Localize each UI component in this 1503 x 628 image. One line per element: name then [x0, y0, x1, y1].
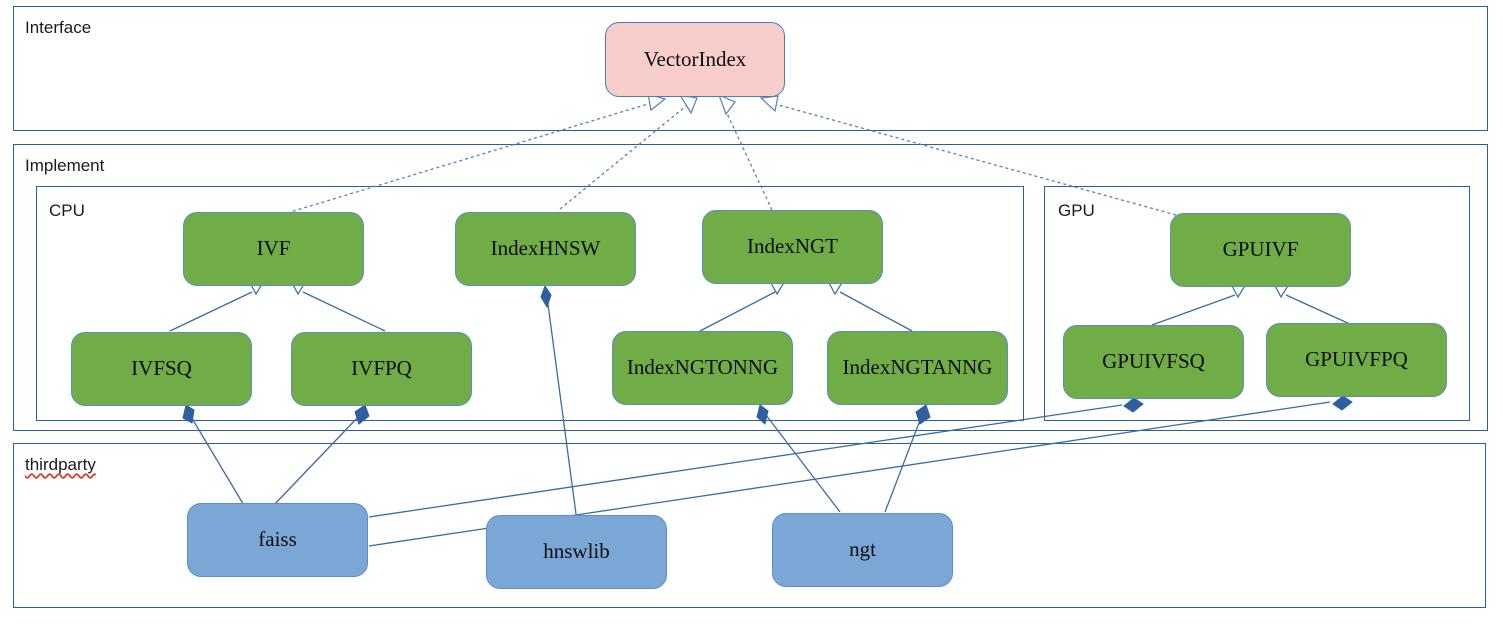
- node-label-indexngtanng: IndexNGTANNG: [842, 355, 993, 380]
- node-gpuivf[interactable]: GPUIVF: [1170, 213, 1351, 287]
- node-label-faiss: faiss: [258, 527, 297, 552]
- node-label-gpuivfpq: GPUIVFPQ: [1305, 347, 1408, 372]
- node-gpuivfsq[interactable]: GPUIVFSQ: [1063, 325, 1244, 399]
- node-label-ivf: IVF: [256, 236, 291, 261]
- node-label-hnswlib: hnswlib: [543, 539, 610, 564]
- node-indexngtanng[interactable]: IndexNGTANNG: [827, 331, 1008, 405]
- node-indexngt[interactable]: IndexNGT: [702, 210, 883, 284]
- node-label-indexhnsw: IndexHNSW: [490, 236, 601, 261]
- node-label-ngt: ngt: [849, 537, 876, 562]
- node-vectorindex[interactable]: VectorIndex: [605, 22, 785, 97]
- node-label-indexngtonng: IndexNGTONNG: [626, 355, 779, 380]
- container-label-gpu: GPU: [1058, 201, 1095, 220]
- node-label-ivfsq: IVFSQ: [131, 356, 192, 381]
- container-label-thirdparty: thirdparty: [25, 455, 96, 474]
- node-label-gpuivfsq: GPUIVFSQ: [1102, 349, 1205, 374]
- node-ngt[interactable]: ngt: [772, 513, 953, 587]
- node-ivfsq[interactable]: IVFSQ: [71, 332, 252, 406]
- node-label-indexngt: IndexNGT: [747, 234, 838, 259]
- node-ivfpq[interactable]: IVFPQ: [291, 332, 472, 406]
- node-label-gpuivf: GPUIVF: [1222, 237, 1299, 262]
- node-label-vectorindex: VectorIndex: [643, 46, 747, 71]
- node-label-ivfpq: IVFPQ: [351, 356, 412, 381]
- node-gpuivfpq[interactable]: GPUIVFPQ: [1266, 323, 1447, 397]
- container-label-cpu: CPU: [49, 201, 85, 220]
- container-label-interface: Interface: [25, 18, 92, 37]
- node-faiss[interactable]: faiss: [187, 503, 368, 577]
- node-ivf[interactable]: IVF: [183, 212, 364, 286]
- node-hnswlib[interactable]: hnswlib: [486, 515, 667, 589]
- node-indexngtonng[interactable]: IndexNGTONNG: [612, 331, 793, 405]
- container-label-implement: Implement: [25, 156, 105, 175]
- node-indexhnsw[interactable]: IndexHNSW: [455, 212, 636, 286]
